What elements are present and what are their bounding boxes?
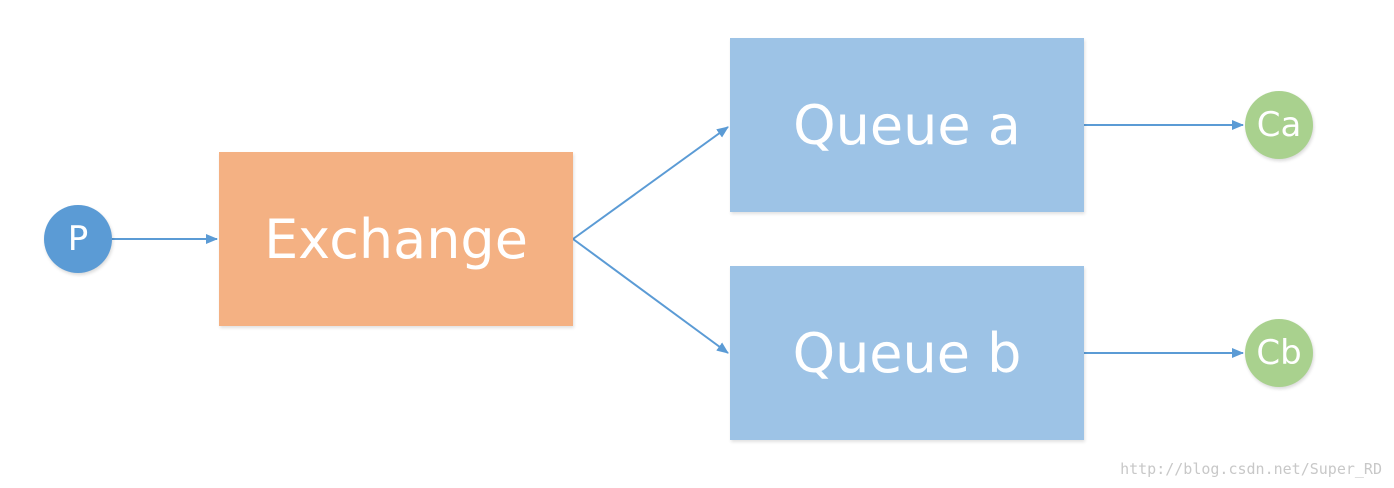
exchange-box: Exchange — [219, 152, 573, 326]
arrow-exchange-to-queue-a — [572, 126, 729, 240]
watermark-text: http://blog.csdn.net/Super_RD — [1120, 460, 1382, 478]
queue-b-box: Queue b — [730, 266, 1084, 440]
producer-label: P — [67, 219, 89, 259]
arrow-exchange-to-queue-b — [572, 238, 729, 354]
producer-node: P — [44, 205, 112, 273]
queue-b-label: Queue b — [792, 321, 1022, 385]
consumer-b-node: Cb — [1245, 319, 1313, 387]
exchange-label: Exchange — [264, 207, 528, 271]
queue-a-label: Queue a — [793, 93, 1021, 157]
queue-a-box: Queue a — [730, 38, 1084, 212]
consumer-a-node: Ca — [1245, 91, 1313, 159]
consumer-a-label: Ca — [1256, 105, 1302, 145]
consumer-b-label: Cb — [1256, 333, 1302, 373]
